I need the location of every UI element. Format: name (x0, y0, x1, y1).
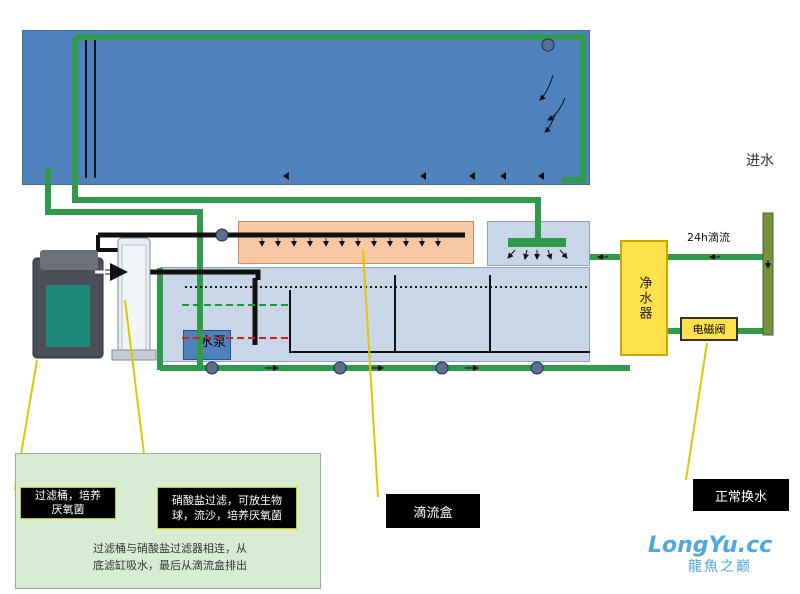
inlet-pipe (762, 212, 774, 336)
purifier-label: 净水器 (636, 275, 652, 321)
canister-filter (32, 250, 104, 359)
watermark-brand: LongYu.cc (648, 533, 773, 558)
leader-nitrate-filter (124, 299, 148, 479)
watermark: LongYu.cc 龍魚之巅 (648, 533, 798, 576)
sump-baffles (289, 275, 590, 353)
drip-24h-label: 24h滴流 (687, 231, 730, 244)
leader-drip-box (362, 249, 379, 498)
pipe-valves (205, 38, 555, 375)
water-purifier: 净水器 (620, 240, 668, 356)
green-pipes (45, 34, 768, 371)
tank-inflow-arrows (539, 74, 566, 133)
watermark-sub: 龍魚之巅 (688, 559, 752, 575)
overflow-pipe (72, 37, 541, 240)
water-inlet-label: 进水 (746, 153, 774, 169)
tank-flow-arrows (283, 172, 544, 180)
suction-line-top (105, 269, 261, 280)
water-change-label: 正常换水 (693, 479, 789, 511)
system-summary: 过滤桶与硝酸盐过滤器相连，从 底滤缸吸水，最后从滴流盒排出 (93, 542, 247, 572)
sump-tank (160, 267, 590, 362)
drip-box-label: 滴流盒 (386, 494, 480, 528)
return-pipe-top (75, 34, 586, 183)
drip-arrows (259, 238, 441, 247)
solenoid-valve-label: 电磁阀 (692, 323, 726, 336)
nitrate-reactor (111, 237, 157, 361)
filter-bucket-note: 过滤桶，培养 厌氧菌 (20, 487, 116, 519)
supply-flow-arrows (597, 254, 771, 269)
nitrate-filter-note: 硝酸盐过滤，可放生物 球，流沙，培养厌氧菌 (157, 487, 297, 529)
leader-water-change (685, 342, 708, 481)
solenoid-valve: 电磁阀 (680, 317, 738, 341)
display-tank (22, 30, 590, 185)
spray-head (508, 238, 566, 247)
spray-arrows (507, 249, 568, 260)
water-pump: 水泵 (183, 330, 231, 360)
drain-pipe-left (45, 168, 203, 368)
